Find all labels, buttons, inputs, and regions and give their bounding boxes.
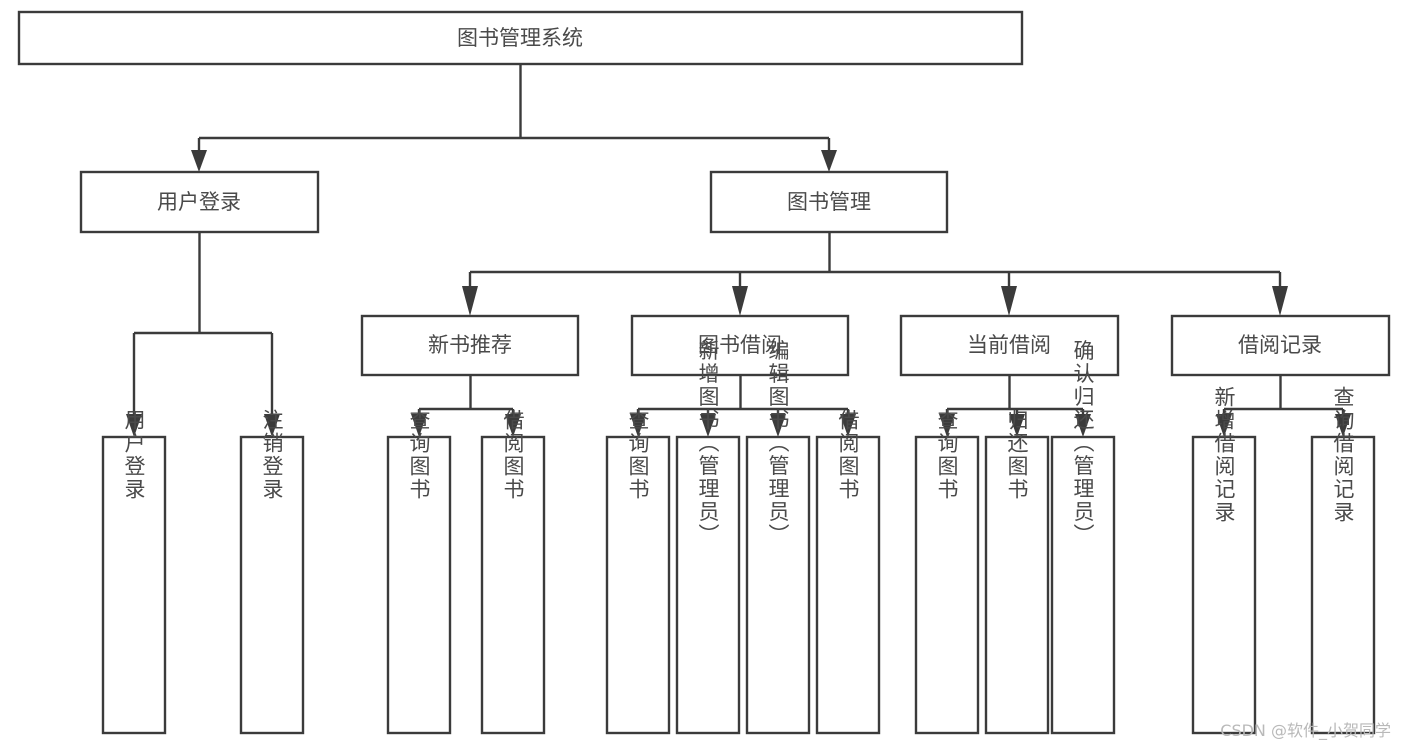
node-leaf-query-book-1-label: 查询图书 [407, 409, 431, 501]
node-leaf-query-book-2-label: 查询图书 [626, 409, 650, 501]
connector-group-borrow-record [1216, 375, 1351, 437]
node-root-label: 图书管理系统 [457, 26, 583, 50]
arrowhead-leaf-query-book-1 [411, 414, 427, 437]
node-root-box[interactable] [17, 10, 1024, 66]
node-book-management-box[interactable] [709, 170, 949, 234]
node-leaf-add-record[interactable]: 新增借阅记录 [1191, 386, 1257, 735]
node-leaf-return-book[interactable]: 归还图书 [984, 409, 1050, 735]
node-leaf-borrow-book-2-label: 借阅图书 [836, 409, 860, 501]
node-user-login-label: 用户登录 [157, 190, 241, 214]
node-leaf-return-book-box[interactable] [984, 435, 1050, 735]
node-leaf-borrow-book-1-box[interactable] [480, 435, 546, 735]
arrowhead-leaf-borrow-book-1 [505, 414, 521, 437]
node-user-login[interactable]: 用户登录 [79, 170, 320, 234]
node-leaf-query-book-1[interactable]: 查询图书 [386, 409, 452, 735]
node-new-book-recommend-label: 新书推荐 [428, 333, 512, 357]
node-leaf-add-book-box[interactable] [675, 435, 741, 735]
node-leaf-query-book-2-box[interactable] [605, 435, 671, 735]
node-leaf-add-book-label: 新增图书（管理员） [696, 340, 720, 547]
node-leaf-borrow-book-2-box[interactable] [815, 435, 881, 735]
node-leaf-logout-login[interactable]: 注销登录 [239, 409, 305, 735]
node-leaf-query-record-box[interactable] [1310, 435, 1376, 735]
node-leaf-edit-book-box[interactable] [745, 435, 811, 735]
node-leaf-query-book-3[interactable]: 查询图书 [914, 409, 980, 735]
node-leaf-add-book[interactable]: 新增图书（管理员） [675, 340, 741, 735]
node-leaf-user-login-box[interactable] [101, 435, 167, 735]
node-user-login-box[interactable] [79, 170, 320, 234]
node-book-borrow[interactable]: 图书借阅 [630, 314, 850, 377]
connector-group-current-borrow [939, 375, 1091, 437]
node-leaf-confirm-return-label: 确认归还（管理员） [1071, 340, 1095, 547]
node-leaf-query-book-1-box[interactable] [386, 435, 452, 735]
connector-group-new-book-recommend [411, 375, 521, 437]
node-leaf-query-record-label: 查询借阅记录 [1331, 386, 1355, 524]
node-leaf-user-login[interactable]: 用户登录 [101, 409, 167, 735]
node-leaf-edit-book-label: 编辑图书（管理员） [766, 340, 790, 547]
node-leaf-borrow-book-1-label: 借阅图书 [501, 409, 525, 501]
node-leaf-add-record-label: 新增借阅记录 [1212, 386, 1236, 524]
node-leaf-query-record[interactable]: 查询借阅记录 [1310, 386, 1376, 735]
node-leaf-query-book-3-label: 查询图书 [935, 409, 959, 501]
arrowhead-root-to-book-management [821, 150, 837, 172]
node-current-borrow-label: 当前借阅 [967, 333, 1051, 357]
connector-group-book-borrow [630, 375, 856, 437]
arrowhead-borrow-record [1272, 286, 1288, 316]
connector-group-root [191, 64, 837, 172]
node-leaf-query-book-2[interactable]: 查询图书 [605, 409, 671, 735]
node-book-management[interactable]: 图书管理 [709, 170, 949, 234]
node-leaf-logout-login-label: 注销登录 [260, 409, 284, 501]
node-book-management-label: 图书管理 [787, 190, 871, 214]
node-leaf-query-book-3-box[interactable] [914, 435, 980, 735]
arrowhead-leaf-borrow-book-2 [840, 414, 856, 437]
node-leaf-add-record-box[interactable] [1191, 435, 1257, 735]
node-leaf-edit-book[interactable]: 编辑图书（管理员） [745, 340, 811, 735]
node-book-borrow-label: 图书借阅 [698, 333, 782, 357]
node-borrow-record-box[interactable] [1170, 314, 1391, 377]
node-borrow-record-label: 借阅记录 [1238, 333, 1322, 357]
node-new-book-recommend-box[interactable] [360, 314, 580, 377]
node-leaf-return-book-label: 归还图书 [1005, 409, 1029, 501]
node-leaf-user-login-label: 用户登录 [122, 409, 146, 501]
node-leaf-logout-login-box[interactable] [239, 435, 305, 735]
node-leaf-borrow-book-1[interactable]: 借阅图书 [480, 409, 546, 735]
arrowhead-leaf-logout-login [264, 414, 280, 437]
arrowhead-book-borrow [732, 286, 748, 316]
node-root[interactable]: 图书管理系统 [17, 10, 1024, 66]
arrowhead-leaf-add-record [1216, 414, 1232, 437]
connector-group-book-management [462, 232, 1288, 316]
arrowhead-current-borrow [1001, 286, 1017, 316]
node-current-borrow-box[interactable] [899, 314, 1120, 377]
arrowhead-leaf-query-book-2 [630, 414, 646, 437]
connector-group-user-login [126, 232, 280, 437]
arrowhead-leaf-query-book-3 [939, 414, 955, 437]
arrowhead-leaf-add-book [700, 414, 716, 437]
node-new-book-recommend[interactable]: 新书推荐 [360, 314, 580, 377]
node-borrow-record[interactable]: 借阅记录 [1170, 314, 1391, 377]
node-current-borrow[interactable]: 当前借阅 [899, 314, 1120, 377]
node-leaf-confirm-return-box[interactable] [1050, 435, 1116, 735]
arrowhead-leaf-query-record [1335, 414, 1351, 437]
arrowhead-leaf-user-login [126, 414, 142, 437]
arrowhead-leaf-edit-book [770, 414, 786, 437]
node-book-borrow-box[interactable] [630, 314, 850, 377]
node-leaf-confirm-return[interactable]: 确认归还（管理员） [1050, 340, 1116, 735]
arrowhead-leaf-confirm-return [1075, 414, 1091, 437]
arrowhead-leaf-return-book [1009, 414, 1025, 437]
node-leaf-borrow-book-2[interactable]: 借阅图书 [815, 409, 881, 735]
arrowhead-new-book-recommend [462, 286, 478, 316]
arrowhead-root-to-user-login [191, 150, 207, 172]
